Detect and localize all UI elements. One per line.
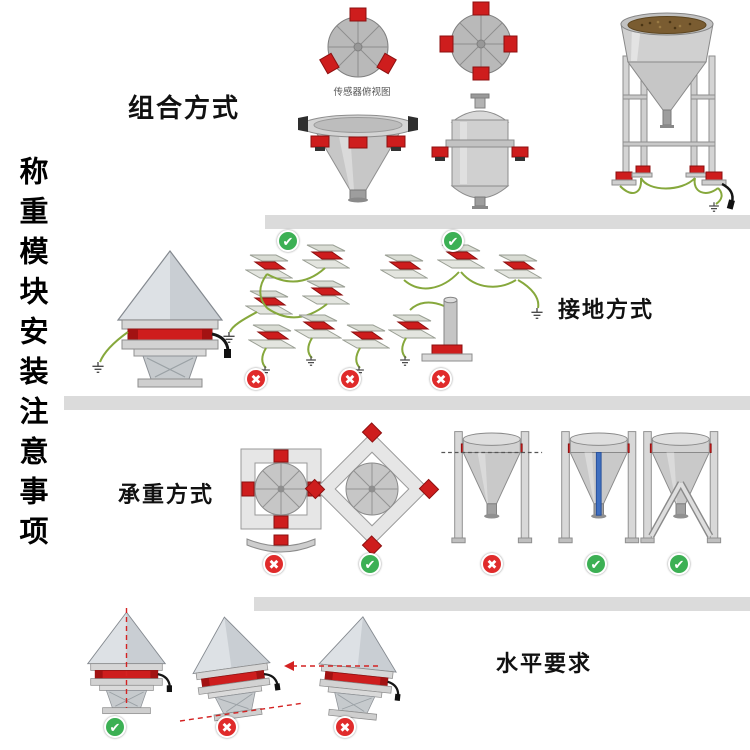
load-module xyxy=(248,324,296,349)
load-module xyxy=(494,254,542,279)
grounding-good-star xyxy=(380,244,544,319)
ground-symbol xyxy=(530,308,544,319)
load-module xyxy=(294,314,342,339)
ground-wire xyxy=(99,331,129,363)
section-divider-1 xyxy=(265,215,750,229)
check-icon: ✔ xyxy=(277,230,299,252)
check-icon: ✔ xyxy=(585,553,607,575)
cone-hopper xyxy=(298,114,418,203)
arrow-icon xyxy=(284,661,294,671)
level-illustrations xyxy=(86,608,410,723)
grounding-section-label: 接地方式 xyxy=(558,297,655,322)
silo-tank xyxy=(611,12,735,212)
grounding-good-chain xyxy=(222,244,350,343)
load-module xyxy=(342,324,390,349)
level-unit-tilted-base xyxy=(184,609,285,723)
sensor-top-view-caption: 传感器俯视图 xyxy=(333,86,390,98)
cross-icon: ✖ xyxy=(245,368,267,390)
cross-icon: ✖ xyxy=(481,553,503,575)
bent-beam xyxy=(246,534,316,553)
check-icon: ✔ xyxy=(668,553,690,575)
grounding-bad-rod xyxy=(409,296,473,362)
grounding-illustrations xyxy=(91,244,544,388)
bearing-frame-diamond xyxy=(304,422,440,556)
ground-symbol xyxy=(399,356,411,366)
cross-icon: ✖ xyxy=(216,716,238,738)
grounding-bad-individual-2 xyxy=(342,314,436,376)
bearing-section-label: 承重方式 xyxy=(118,482,215,507)
ground-wire xyxy=(619,177,723,205)
cross-icon: ✖ xyxy=(334,716,356,738)
hopper-module-unit xyxy=(91,249,233,388)
section-divider-2 xyxy=(64,396,750,410)
check-icon: ✔ xyxy=(442,230,464,252)
cross-icon: ✖ xyxy=(430,368,452,390)
check-icon: ✔ xyxy=(104,716,126,738)
section-divider-3 xyxy=(254,597,750,611)
level-section-label: 水平要求 xyxy=(496,651,593,676)
cross-icon: ✖ xyxy=(339,368,361,390)
grounding-bad-individual-1 xyxy=(248,314,342,376)
support-tank-unbraced xyxy=(441,431,543,544)
cross-icon: ✖ xyxy=(263,553,285,575)
vertical-title: 称重模块安装注意事项 xyxy=(15,156,47,556)
load-module xyxy=(302,244,350,269)
level-unit-tilted-top xyxy=(312,611,410,723)
ground-symbol xyxy=(305,356,317,366)
load-module xyxy=(388,314,436,339)
vertical-tank xyxy=(431,93,529,209)
tilt-reference-line xyxy=(179,702,305,722)
check-icon: ✔ xyxy=(359,553,381,575)
signal-cable xyxy=(721,182,734,203)
bearing-illustrations xyxy=(240,422,722,556)
load-module xyxy=(302,280,350,305)
sensor-top-view-3 xyxy=(319,7,397,78)
support-tank-cross-braced xyxy=(640,431,722,544)
support-tank-center-rod xyxy=(558,431,640,544)
ground-symbol xyxy=(91,362,105,373)
load-module xyxy=(380,254,428,279)
sensor-top-view-4 xyxy=(439,1,518,81)
combination-illustrations: 传感器俯视图 xyxy=(298,1,735,212)
load-module xyxy=(245,290,293,315)
combination-section-label: 组合方式 xyxy=(128,93,241,123)
level-unit-correct xyxy=(86,608,174,715)
